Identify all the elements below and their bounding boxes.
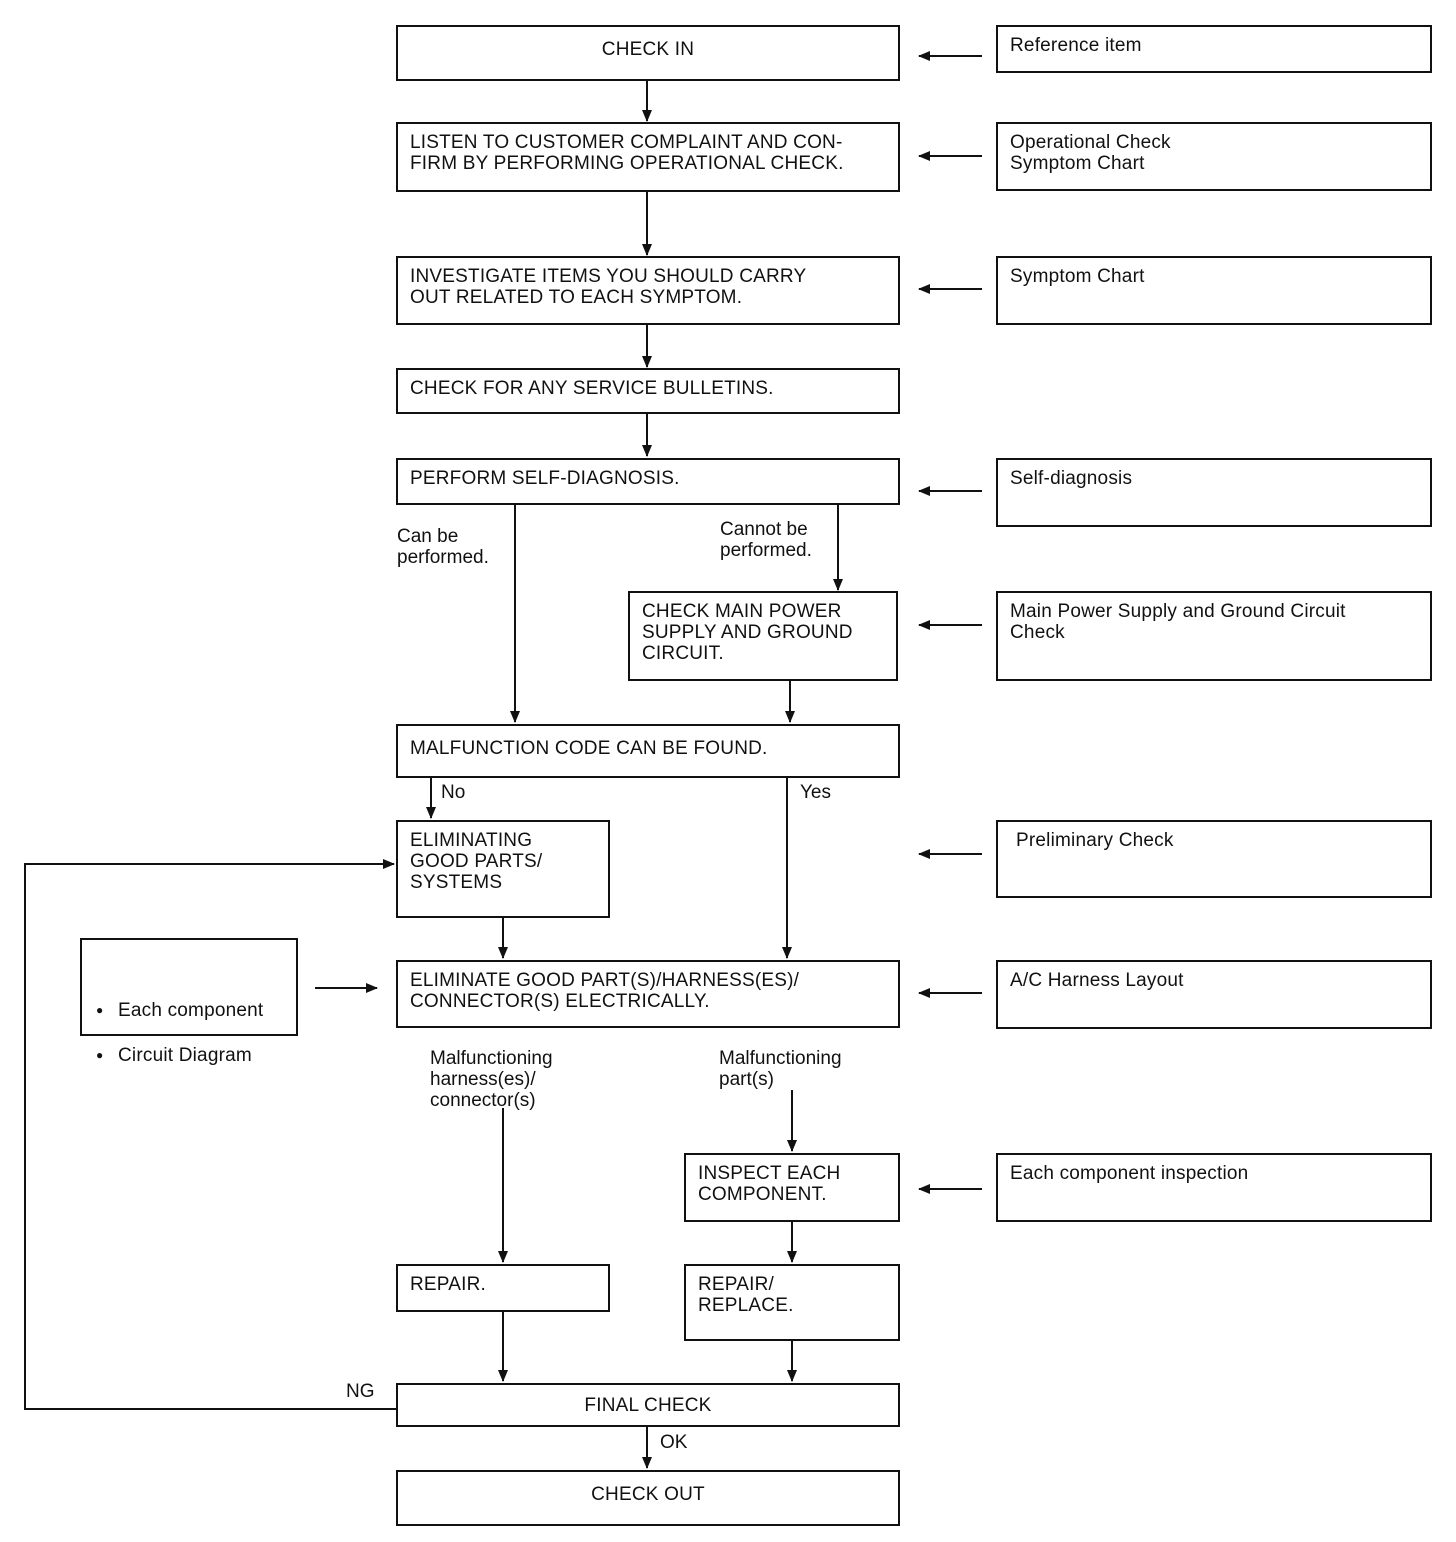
ok-label: OK bbox=[660, 1432, 688, 1453]
eliminating-good-parts-step: ELIMINATING GOOD PARTS/ SYSTEMS bbox=[396, 820, 610, 918]
main-power-check-reference: Main Power Supply and Ground Circuit Che… bbox=[996, 591, 1432, 681]
malfunction-code-decision: MALFUNCTION CODE CAN BE FOUND. bbox=[396, 724, 900, 778]
main-power-check-step: CHECK MAIN POWER SUPPLY AND GROUND CIRCU… bbox=[628, 591, 898, 681]
side-reference-list: Each component Circuit Diagram bbox=[80, 938, 298, 1066]
listen-complaint-step: LISTEN TO CUSTOMER COMPLAINT AND CON- FI… bbox=[396, 122, 900, 192]
check-out-step: CHECK OUT bbox=[396, 1470, 900, 1526]
inspect-component-step: INSPECT EACH COMPONENT. bbox=[684, 1153, 900, 1222]
check-in-step: CHECK IN bbox=[396, 25, 900, 81]
harness-layout-reference: A/C Harness Layout bbox=[996, 960, 1432, 1029]
final-check-step: FINAL CHECK bbox=[396, 1383, 900, 1427]
side-list-item: Circuit Diagram bbox=[94, 1045, 284, 1066]
preliminary-check-reference: Preliminary Check bbox=[996, 820, 1432, 898]
reference-item-box: Reference item bbox=[996, 25, 1432, 73]
malfunctioning-harness-label: Malfunctioning harness(es)/ connector(s) bbox=[430, 1048, 553, 1111]
repair-replace-step: REPAIR/ REPLACE. bbox=[684, 1264, 900, 1341]
symptom-chart-reference: Symptom Chart bbox=[996, 256, 1432, 325]
cannot-be-performed-label: Cannot be performed. bbox=[720, 519, 812, 561]
component-inspection-reference: Each component inspection bbox=[996, 1153, 1432, 1222]
self-diagnosis-step: PERFORM SELF-DIAGNOSIS. bbox=[396, 458, 900, 505]
self-diagnosis-reference: Self-diagnosis bbox=[996, 458, 1432, 527]
ng-label: NG bbox=[346, 1381, 375, 1402]
operational-check-reference: Operational Check Symptom Chart bbox=[996, 122, 1432, 191]
malfunctioning-parts-label: Malfunctioning part(s) bbox=[719, 1048, 842, 1090]
side-list-item: Each component bbox=[94, 1000, 284, 1021]
service-bulletins-step: CHECK FOR ANY SERVICE BULLETINS. bbox=[396, 368, 900, 414]
eliminate-electrically-step: ELIMINATE GOOD PART(S)/HARNESS(ES)/ CONN… bbox=[396, 960, 900, 1028]
can-be-performed-label: Can be performed. bbox=[397, 526, 489, 568]
repair-step: REPAIR. bbox=[396, 1264, 610, 1312]
investigate-symptom-step: INVESTIGATE ITEMS YOU SHOULD CARRY OUT R… bbox=[396, 256, 900, 325]
yes-label: Yes bbox=[800, 782, 831, 803]
no-label: No bbox=[441, 782, 466, 803]
